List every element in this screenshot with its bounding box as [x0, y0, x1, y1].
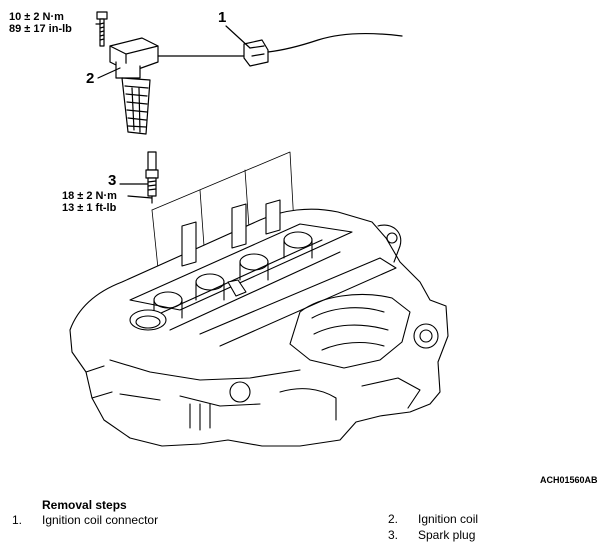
bolt-torque-spec: 10 ± 2 N·m 89 ± 17 in-lb — [9, 11, 72, 35]
step-number: 1. — [12, 513, 23, 527]
spark-plug-torque-imperial: 13 ± 1 ft-lb — [62, 202, 117, 214]
removal-step-1: 1. Ignition coil connector — [12, 513, 158, 527]
spark-plug-torque-metric: 18 ± 2 N·m — [62, 190, 117, 202]
callout-3: 3 — [108, 172, 117, 189]
step-label: Ignition coil — [418, 512, 479, 526]
bolt-torque-imperial: 89 ± 17 in-lb — [9, 23, 72, 35]
bolt-icon — [96, 11, 108, 47]
spark-plug-icon — [145, 151, 159, 204]
leader-2 — [97, 67, 121, 79]
leader-1 — [225, 25, 251, 49]
removal-step-2: 2. Ignition coil — [388, 512, 478, 526]
callout-2: 2 — [86, 70, 95, 87]
removal-steps-title: Removal steps — [42, 498, 127, 512]
step-number: 2. — [388, 512, 399, 526]
bolt-torque-metric: 10 ± 2 N·m — [9, 11, 64, 23]
step-label: Spark plug — [418, 528, 476, 542]
figure-code: ACH01560AB — [540, 475, 598, 485]
leader-torque-plug — [127, 195, 153, 199]
step-number: 3. — [388, 528, 399, 542]
spark-plug-torque-spec: 18 ± 2 N·m 13 ± 1 ft-lb — [62, 190, 117, 214]
ignition-coil-connector-icon — [157, 33, 403, 67]
step-label: Ignition coil connector — [42, 513, 159, 527]
ignition-coil-icon — [109, 37, 159, 135]
callout-1: 1 — [218, 9, 227, 26]
engine-block-icon — [69, 199, 449, 447]
removal-step-3: 3. Spark plug — [388, 528, 475, 542]
